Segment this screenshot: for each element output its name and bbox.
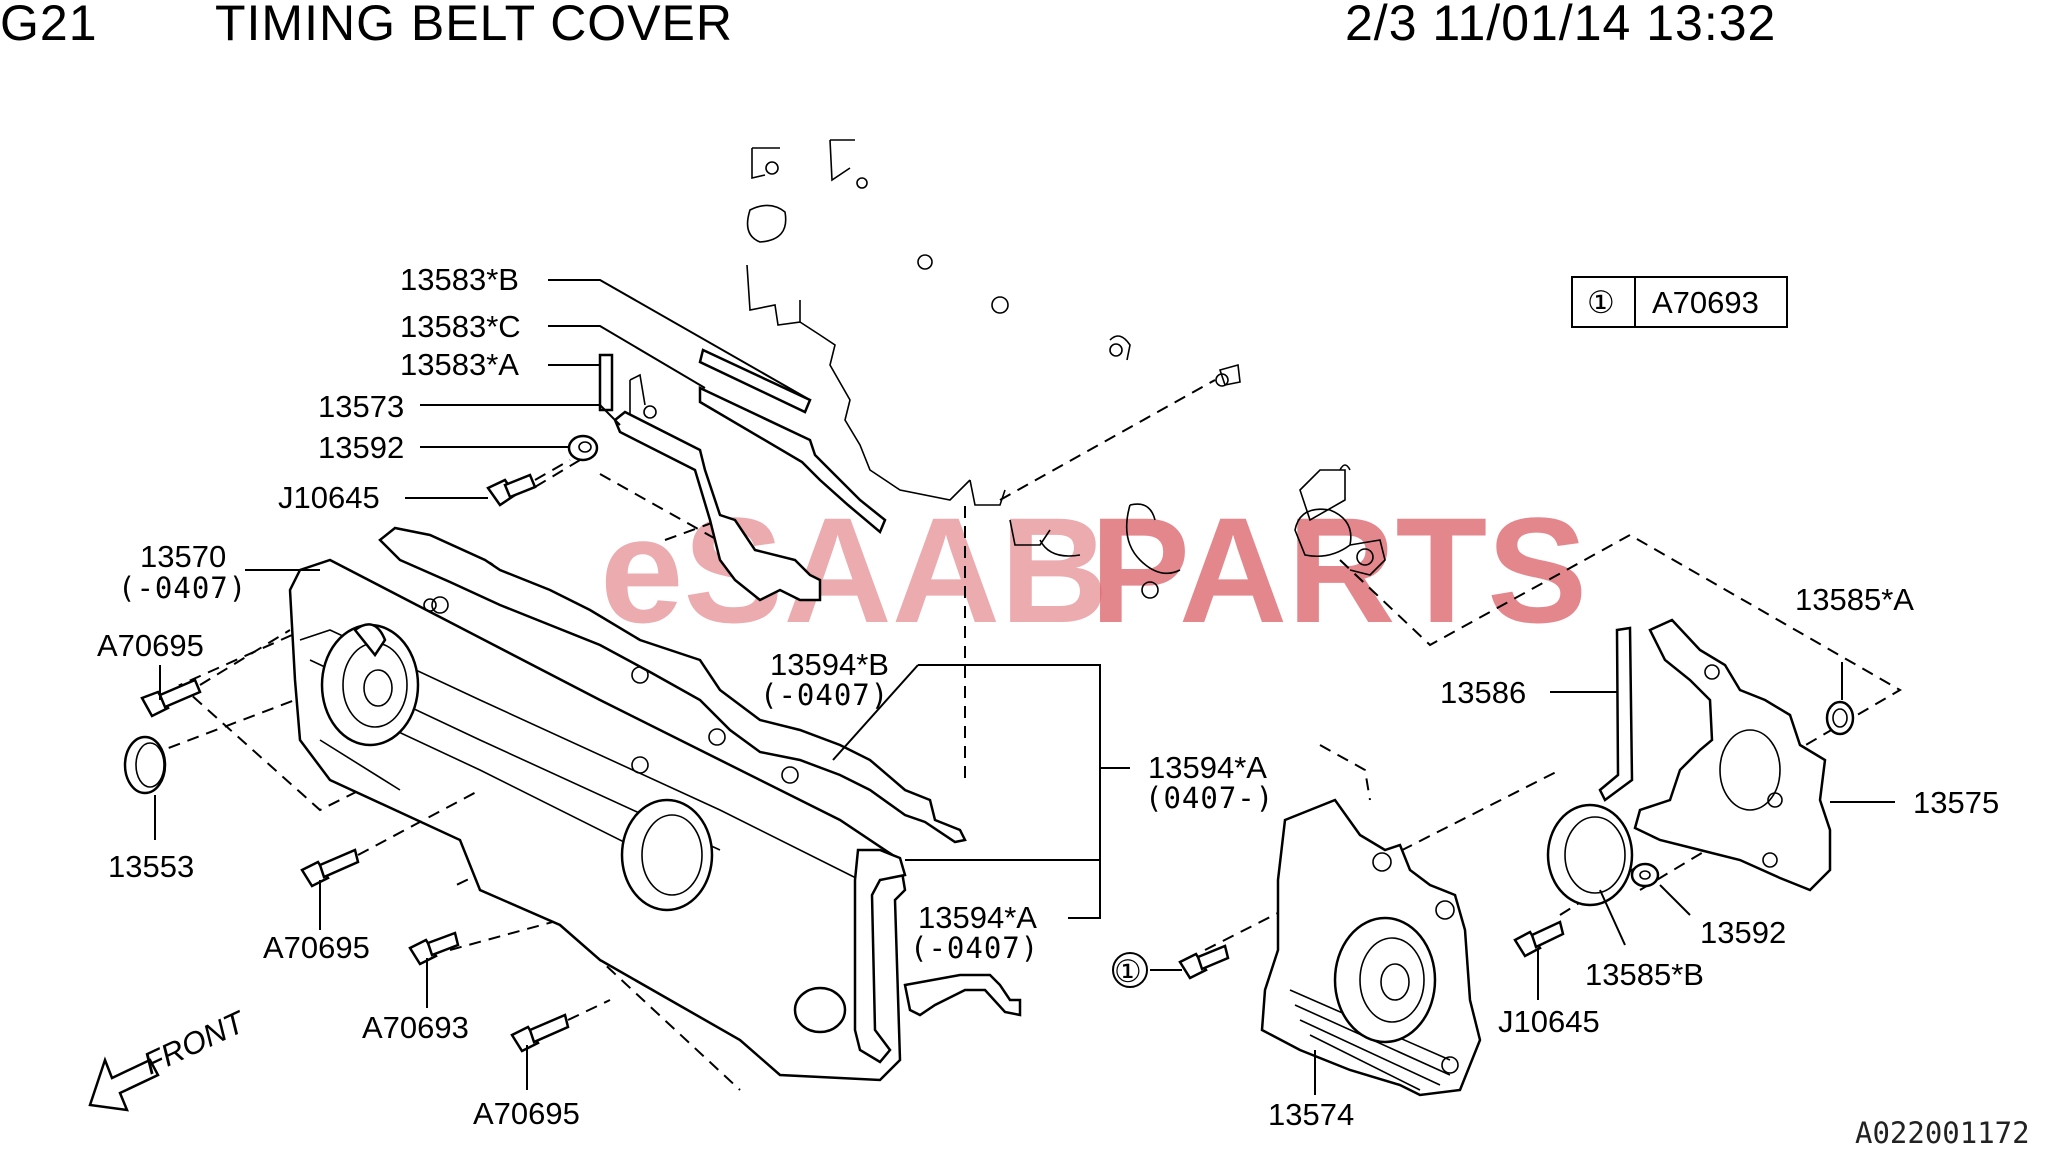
plug-13553 [123, 735, 167, 795]
seal-strips [598, 348, 887, 535]
bolt-A70695-low [510, 999, 611, 1053]
bolt-J10645-right [1513, 920, 1565, 958]
bolt-A70695-upper [140, 629, 291, 718]
label-J10645-right: J10645 [1498, 1004, 1600, 1039]
svg-text:PARTS: PARTS [1090, 486, 1587, 654]
legend-part: A70693 [1652, 285, 1759, 320]
label-13553: 13553 [108, 849, 194, 884]
nut-13592-top [567, 434, 599, 462]
gasket-13573 [613, 373, 822, 602]
label-13573: 13573 [318, 389, 404, 424]
bolt-A70695-mid [300, 789, 481, 888]
leader-lines [154, 279, 1895, 1095]
bolt-J10645-top [486, 459, 571, 507]
label-13570-range: (-0407) [118, 571, 247, 605]
gasket-13594B [378, 526, 967, 844]
svg-text:eSAAB: eSAAB [600, 486, 1108, 654]
diagram-reference-code: A022001172 [1855, 1116, 2030, 1149]
legend-marker: ① [1587, 285, 1615, 320]
label-A70695-upper: A70695 [97, 628, 204, 663]
label-A70695-mid: A70695 [263, 930, 370, 965]
label-13574: 13574 [1268, 1097, 1354, 1132]
label-13570: 13570 [140, 539, 226, 574]
label-13583A: 13583*A [400, 347, 519, 382]
label-13585A: 13585*A [1795, 582, 1914, 617]
nut-13592-right [1630, 862, 1660, 888]
diagram-title: TIMING BELT COVER [215, 0, 733, 51]
label-13586: 13586 [1440, 675, 1526, 710]
label-13594B: 13594*B [770, 647, 889, 682]
label-13594A-bottom: 13594*A [918, 900, 1037, 935]
label-marker-1: ① [1114, 954, 1142, 989]
label-13594A-bottom-range: (-0407) [910, 931, 1039, 965]
label-13575: 13575 [1913, 785, 1999, 820]
label-J10645-top: J10645 [278, 480, 380, 515]
front-arrow-icon: FRONT [88, 1004, 252, 1112]
label-13594A-right: 13594*A [1148, 750, 1267, 785]
label-13592-right: 13592 [1700, 915, 1786, 950]
label-A70695-low: A70695 [473, 1096, 580, 1131]
label-13585B: 13585*B [1585, 957, 1704, 992]
part-labels: 13583*B 13583*C 13583*A 13573 13592 J106… [97, 262, 1999, 1132]
label-A70693: A70693 [362, 1010, 469, 1045]
bolt-A70693-left [408, 931, 460, 966]
oring-13585A [1825, 700, 1855, 736]
cover-13574 [1260, 798, 1482, 1097]
bolt-A70693-right [1178, 944, 1230, 980]
label-13594B-range: (-0407) [760, 678, 889, 712]
tensioner-pulley [1294, 464, 1386, 576]
diagram-code: G21 [0, 0, 98, 51]
engine-block-outline [746, 139, 1241, 599]
page-info: 2/3 11/01/14 13:32 [1345, 0, 1776, 51]
cover-13575 [1633, 618, 1832, 892]
legend-box: ① A70693 [1571, 276, 1788, 328]
label-13583C: 13583*C [400, 309, 521, 344]
label-13592-top: 13592 [318, 430, 404, 465]
front-label: FRONT [138, 1004, 251, 1082]
label-13594A-right-range: (0407-) [1145, 781, 1274, 815]
gasket-13594A [853, 848, 1022, 1064]
seal-13586 [1598, 626, 1634, 802]
seal-13585B [1546, 803, 1634, 907]
label-13583B: 13583*B [400, 262, 519, 297]
cover-13570 [288, 558, 907, 1082]
